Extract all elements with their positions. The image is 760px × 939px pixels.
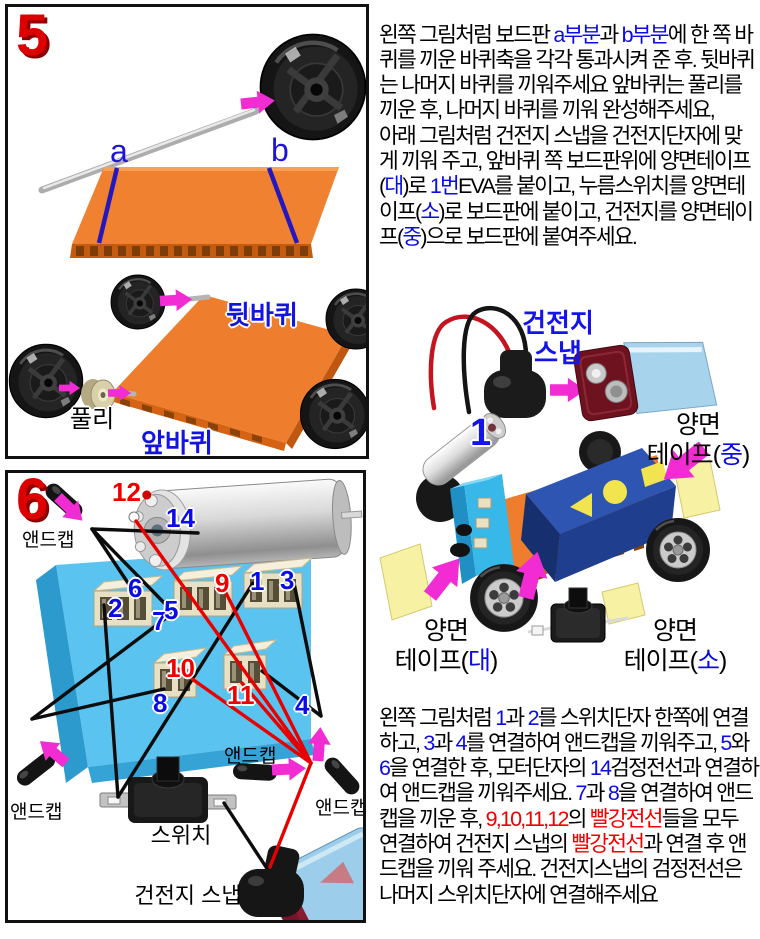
rear-left-wheel <box>416 474 464 522</box>
nine-volt-battery <box>573 341 718 422</box>
car-motor <box>422 412 507 486</box>
tape-small-line1: 양면 <box>652 617 698 645</box>
wire-number-5: 5 <box>164 595 179 625</box>
tape-large-line1: 양면 <box>423 617 469 645</box>
tape-medium-line2: 테이프(중) <box>646 441 751 469</box>
wire-number-14: 14 <box>166 503 195 533</box>
front-right-wheel <box>301 380 367 449</box>
endcap-label: 앤드캡 <box>22 530 75 551</box>
step6-instructions: 왼쪽 그림처럼 1과 2를 스위치단자 한쪽에 연결하고, 3과 4를 연결하여… <box>379 705 760 907</box>
rear-wheel <box>109 273 167 331</box>
tape-large-line2: 테이프(대) <box>394 647 499 675</box>
push-switch <box>527 587 629 643</box>
motor <box>132 478 363 571</box>
step5-panel: 5 a b 뒷바퀴 풀리 앞바퀴 <box>5 4 369 459</box>
tape-medium-line1: 양면 <box>675 411 721 439</box>
battery-snap-label: 건전지 스냅 <box>134 883 242 908</box>
tape-small-line2: 테이프(소) <box>623 647 728 675</box>
board-top-view <box>70 167 339 258</box>
terminal-block <box>173 565 243 617</box>
front-right-wheel <box>644 516 712 584</box>
axle-rod <box>38 107 260 194</box>
step5-number: 5 <box>16 4 49 68</box>
label-a: a <box>110 133 128 169</box>
wire-number-9: 9 <box>215 568 230 598</box>
step6-illustration <box>13 478 363 920</box>
snap-label: 건전지 스냅 <box>503 308 613 368</box>
pulley-label: 풀리 <box>70 406 115 433</box>
wire-number-6: 6 <box>128 573 143 603</box>
wire-number-3: 3 <box>280 565 295 595</box>
switch-label: 스위치 <box>150 823 212 848</box>
tape-medium-label: 양면 테이프(중) <box>639 410 757 470</box>
tape-small-label: 양면 테이프(소) <box>614 616 736 676</box>
assembly-figure: 건전지 스냅 1 양면 테이프(중) 양면 테이프(대) 양면 테이프(소) <box>374 286 760 682</box>
wire-number-7: 7 <box>152 606 167 636</box>
step6-panel: 6 앤드캡 앤드캡 앤드캡 앤드캡 스위치 건전지 스냅 12 14 6 2 7… <box>5 470 366 923</box>
tape-pieces <box>379 459 721 625</box>
wire-number-11: 11 <box>227 680 255 710</box>
front-wheel-label: 앞바퀴 <box>141 428 213 458</box>
battery-snap-part <box>484 350 546 418</box>
wire-number-12: 12 <box>112 477 141 507</box>
black-wires <box>30 527 323 869</box>
step5-instructions: 왼쪽 그림처럼 보드판 a부분과 b부분에 한 쪽 바퀴를 끼운 바퀴축을 각각… <box>379 22 756 249</box>
step6-number: 6 <box>16 470 49 532</box>
tape-large-label: 양면 테이프(대) <box>388 616 504 676</box>
endcap-label: 앤드캡 <box>315 798 366 819</box>
arrow-icon <box>271 756 307 782</box>
snap-wires <box>428 305 529 415</box>
wire-number-1: 1 <box>250 566 265 596</box>
endcap-part <box>321 754 363 798</box>
assembly-illustration <box>379 305 721 643</box>
eva-tower <box>450 474 514 584</box>
battery-snap-part <box>238 845 304 917</box>
snap-label-line1: 건전지 <box>522 308 594 338</box>
rear-wheel-label: 뒷바퀴 <box>226 300 298 330</box>
chassis-board <box>110 295 354 451</box>
step5-illustration <box>8 7 367 451</box>
endcap-label: 앤드캡 <box>10 802 63 823</box>
wire-number-4: 4 <box>295 690 310 720</box>
loose-wheel <box>261 35 366 140</box>
car-battery <box>521 448 676 582</box>
red-wires <box>134 519 313 869</box>
wire-number-8: 8 <box>153 688 168 718</box>
switch-part <box>99 756 237 823</box>
wire-number-10: 10 <box>166 653 195 683</box>
eva-number: 1 <box>470 412 492 454</box>
wire-number-2: 2 <box>108 593 123 623</box>
snap-label-line2: 스냅 <box>534 338 582 368</box>
label-b: b <box>271 132 289 168</box>
endcap-label: 앤드캡 <box>224 746 277 767</box>
